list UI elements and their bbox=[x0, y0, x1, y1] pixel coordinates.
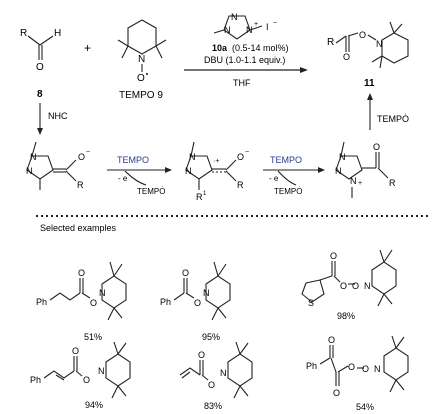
o-label: O bbox=[208, 380, 215, 390]
tempo-9: N O TEMPO 9 bbox=[117, 19, 167, 101]
minus-charge: − bbox=[245, 149, 249, 156]
o-label: O bbox=[78, 268, 85, 278]
n-label: N bbox=[138, 54, 145, 65]
r1-label: R bbox=[196, 192, 203, 202]
n-label: N bbox=[335, 166, 342, 176]
n-label: N bbox=[350, 176, 357, 186]
catalyst-number: 10a bbox=[212, 43, 228, 53]
o-label: O bbox=[362, 364, 369, 374]
n-label: N bbox=[220, 368, 227, 378]
o-label: O bbox=[90, 298, 97, 308]
base-condition: DBU (1.0-1.1 equiv.) bbox=[204, 55, 285, 65]
o-label: O bbox=[359, 30, 366, 40]
n-label: N bbox=[203, 288, 210, 298]
r-label: R bbox=[389, 178, 396, 188]
r-label: R bbox=[237, 180, 244, 190]
r-label: R bbox=[20, 28, 27, 39]
radical-cation-mark: ·+ bbox=[213, 158, 219, 165]
h-label: H bbox=[54, 28, 61, 39]
n-label: N bbox=[231, 12, 238, 22]
yield-label: 51% bbox=[84, 332, 102, 342]
ph-label: Ph bbox=[160, 297, 171, 307]
r-label: R bbox=[327, 37, 334, 48]
yield-label: 83% bbox=[204, 401, 222, 411]
plus-charge: + bbox=[254, 21, 258, 28]
n-label: N bbox=[185, 166, 192, 176]
o-label: O bbox=[72, 346, 79, 356]
example-3: S O O O N 98% bbox=[301, 249, 397, 321]
nhc-label: NHC bbox=[48, 111, 68, 121]
o-label: O bbox=[352, 281, 359, 291]
o-label: O bbox=[333, 388, 340, 398]
o-label: O bbox=[198, 350, 205, 360]
n-label: N bbox=[30, 152, 37, 162]
yield-label: 54% bbox=[356, 402, 374, 412]
n-label: N bbox=[26, 166, 33, 176]
r1-superscript: 1 bbox=[203, 191, 207, 197]
o-label: O bbox=[373, 142, 380, 152]
n-label: N bbox=[98, 366, 105, 376]
o-label: O bbox=[237, 152, 244, 162]
iodide-label: I bbox=[266, 22, 269, 32]
minus-charge: − bbox=[86, 149, 90, 156]
tempo-9-label: TEMPO 9 bbox=[119, 90, 163, 101]
yield-label: 98% bbox=[337, 311, 355, 321]
tempo-product-label: TEMPȮ bbox=[274, 187, 302, 196]
o-label: O bbox=[328, 335, 335, 345]
o-label: O bbox=[194, 298, 201, 308]
yield-label: 95% bbox=[202, 332, 220, 342]
r-label: R bbox=[77, 180, 84, 190]
electron-loss-label: - e bbox=[269, 174, 279, 183]
s-label: S bbox=[308, 298, 314, 308]
electron-loss-label: - e bbox=[118, 174, 128, 183]
plus-charge: + bbox=[358, 180, 362, 187]
aldehyde-8: R H O 8 bbox=[20, 28, 61, 100]
n-label: N bbox=[374, 364, 381, 374]
o-label: O bbox=[348, 362, 355, 372]
n-label: N bbox=[376, 39, 383, 49]
o-label: O bbox=[182, 268, 189, 278]
o-label: O bbox=[36, 62, 44, 73]
o-label: O bbox=[330, 251, 337, 261]
breslow-intermediate: N N O − R bbox=[26, 141, 90, 190]
tempo-product-label: TEMPȮ bbox=[137, 187, 165, 196]
minus-charge: − bbox=[273, 20, 277, 27]
catalyst-loading: (0.5-14 mol%) bbox=[232, 43, 289, 53]
plus-sign: + bbox=[84, 41, 91, 55]
tempo-up-label: TEMPȮ bbox=[377, 114, 409, 124]
yield-label: 94% bbox=[85, 400, 103, 410]
n-label: N bbox=[246, 25, 253, 35]
example-4: Ph O O N 94% bbox=[30, 341, 131, 410]
ph-label: Ph bbox=[306, 361, 317, 371]
example-1: Ph O O N 51% bbox=[36, 261, 127, 342]
o-label: O bbox=[340, 281, 347, 291]
n-label: N bbox=[364, 281, 371, 291]
tempo-oxidant-label: TEMPO bbox=[117, 155, 149, 165]
n-label: N bbox=[224, 25, 231, 35]
product-11: R O O N 11 bbox=[327, 21, 409, 89]
acyl-azolium-intermediate: N N N + O R bbox=[335, 141, 396, 198]
o-label: O bbox=[343, 52, 350, 62]
ph-label: Ph bbox=[30, 375, 41, 385]
selected-examples-heading: Selected examples bbox=[40, 223, 117, 233]
o-label: O bbox=[83, 375, 90, 385]
example-5: O O N 83% bbox=[179, 341, 253, 411]
example-6: Ph O O O O N 54% bbox=[306, 335, 409, 412]
catalyst-10a: N N N + I − bbox=[213, 12, 277, 40]
radical-cation-intermediate: N N R 1 ·+ O − R bbox=[185, 141, 249, 202]
example-2: Ph O O N 95% bbox=[160, 261, 231, 342]
compound-8-label: 8 bbox=[37, 89, 43, 100]
n-label: N bbox=[189, 152, 196, 162]
solvent-label: THF bbox=[233, 78, 251, 88]
tempo-oxidant-label: TEMPO bbox=[270, 155, 302, 165]
compound-11-label: 11 bbox=[364, 78, 375, 89]
o-label: O bbox=[137, 73, 145, 84]
n-label: N bbox=[339, 152, 346, 162]
n-label: N bbox=[99, 288, 106, 298]
o-label: O bbox=[78, 152, 85, 162]
ph-label: Ph bbox=[36, 297, 47, 307]
